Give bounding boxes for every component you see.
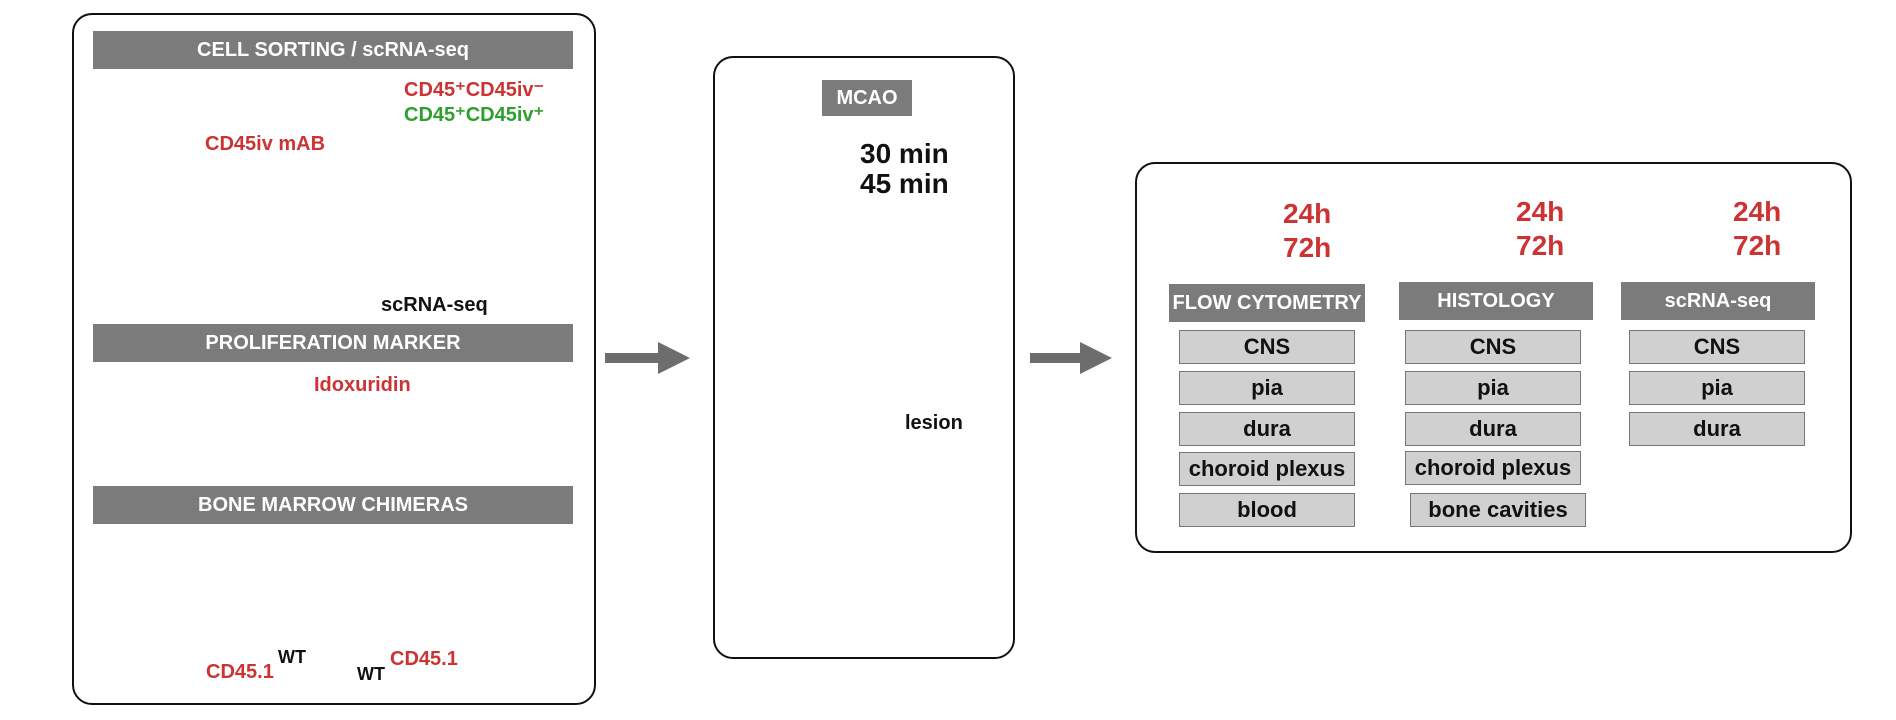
histology-title: HISTOLOGY xyxy=(1399,282,1593,320)
scrna-time-72h: 72h xyxy=(1733,230,1782,261)
middle-panel xyxy=(713,56,1015,659)
duration-30: 30 min xyxy=(860,138,949,169)
proliferation-title: PROLIFERATION MARKER xyxy=(93,324,573,362)
right-strain-label: CD45.1 xyxy=(390,648,458,670)
flow-time-24h: 24h xyxy=(1283,198,1332,229)
left-strain-sup: WT xyxy=(278,647,306,667)
scrna-tissue-dura: dura xyxy=(1629,412,1805,446)
scrna-tissue-pia: pia xyxy=(1629,371,1805,405)
right-strain-pre: WT xyxy=(357,664,385,684)
histology-tissue-choroid-plexus: choroid plexus xyxy=(1405,451,1581,485)
lesion-label: lesion xyxy=(905,412,963,434)
left-strain-label: CD45.1 xyxy=(206,661,274,683)
histology-time-24h: 24h xyxy=(1516,196,1565,227)
chimeras-title: BONE MARROW CHIMERAS xyxy=(93,486,573,524)
flow-tissue-cns: CNS xyxy=(1179,330,1355,364)
flow-time-72h: 72h xyxy=(1283,232,1332,263)
duration-45: 45 min xyxy=(860,168,949,199)
scrna-seq-label: scRNA-seq xyxy=(381,294,488,316)
idoxuridin-label: Idoxuridin xyxy=(314,374,411,396)
flow-arrow-2 xyxy=(1030,342,1112,374)
histology-tissue-bone-cavities: bone cavities xyxy=(1410,493,1586,527)
scrna-tissue-cns: CNS xyxy=(1629,330,1805,364)
flow-tissue-blood: blood xyxy=(1179,493,1355,527)
population-1-label: CD45⁺CD45iv⁻ xyxy=(404,79,545,101)
flow-tissue-choroid-plexus: choroid plexus xyxy=(1179,452,1355,486)
flow-cytometry-title: FLOW CYTOMETRY xyxy=(1169,284,1365,322)
flow-tissue-pia: pia xyxy=(1179,371,1355,405)
histology-tissue-pia: pia xyxy=(1405,371,1581,405)
histology-tissue-cns: CNS xyxy=(1405,330,1581,364)
flow-tissue-dura: dura xyxy=(1179,412,1355,446)
histology-time-72h: 72h xyxy=(1516,230,1565,261)
antibody-label: CD45iv mAB xyxy=(205,133,326,155)
scrna-time-24h: 24h xyxy=(1733,196,1782,227)
population-2-label: CD45⁺CD45iv⁺ xyxy=(404,104,545,126)
cell-sorting-title: CELL SORTING / scRNA-seq xyxy=(93,31,573,69)
histology-tissue-dura: dura xyxy=(1405,412,1581,446)
mcao-title: MCAO xyxy=(822,80,912,116)
flow-arrow-1 xyxy=(605,342,690,374)
scrna-seq-title: scRNA-seq xyxy=(1621,282,1815,320)
